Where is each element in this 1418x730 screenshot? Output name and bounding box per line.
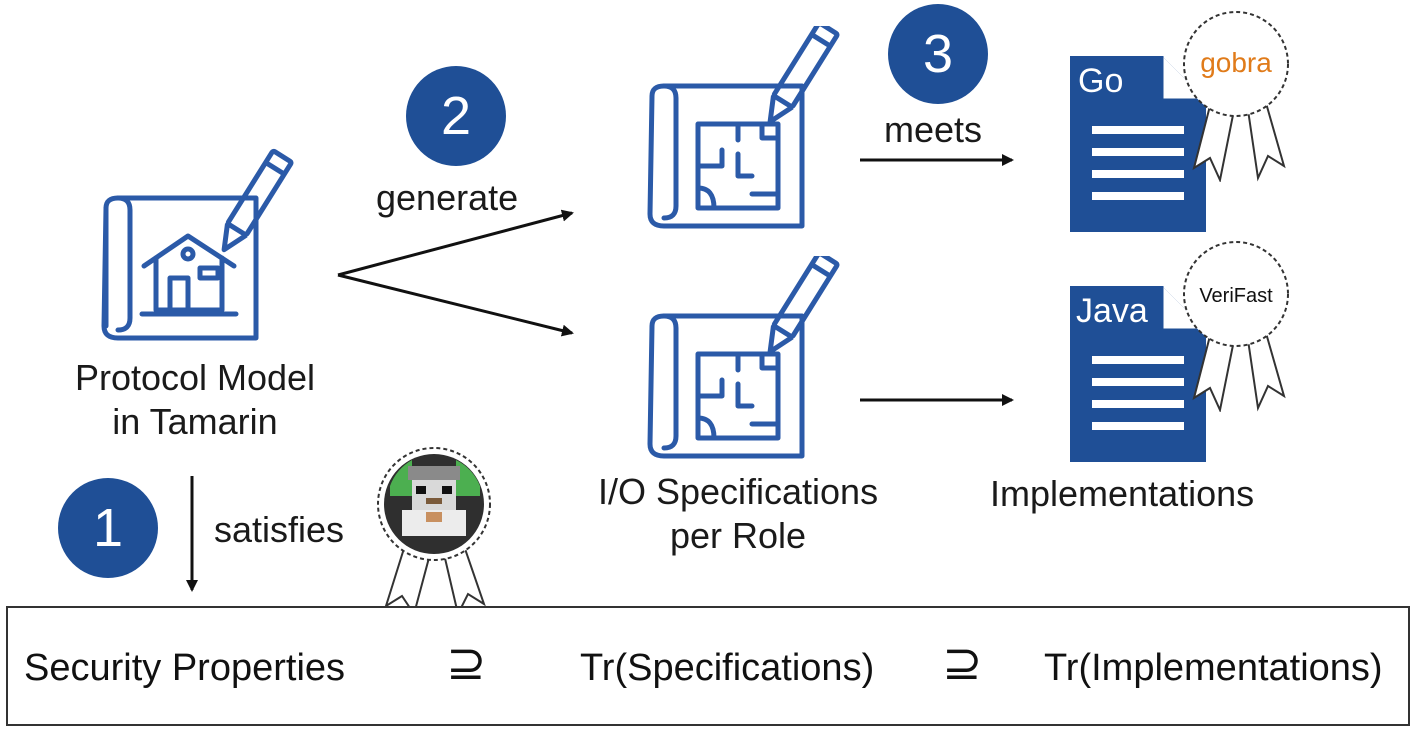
step-1-badge: 1	[58, 478, 158, 578]
step-1-number: 1	[92, 498, 124, 558]
protocol-model-label: Protocol Model in Tamarin	[40, 356, 350, 444]
security-properties-text: Security Properties	[24, 647, 346, 689]
implementations-label: Implementations	[990, 473, 1255, 514]
meets-label: meets	[884, 109, 983, 150]
blueprint-floorplan-icon	[647, 26, 840, 229]
rosette-badge-icon	[377, 447, 491, 614]
step-3-badge: 3	[888, 4, 988, 104]
io-spec-line2: per Role	[669, 515, 807, 556]
step-3-number: 3	[922, 24, 954, 84]
pencil-icon	[767, 26, 840, 125]
badge-gobra-text: gobra	[1200, 47, 1272, 78]
step-2-badge: 2	[406, 66, 506, 166]
trace-specifications-text: Tr(Specifications)	[580, 647, 875, 689]
document-icon: Java	[1070, 286, 1206, 462]
trace-inclusion-box	[6, 606, 1410, 726]
superset-operator-1: ⊇	[446, 637, 487, 690]
doc-lang-go: Go	[1078, 62, 1123, 100]
pencil-icon	[221, 148, 294, 253]
blueprint-floorplan-icon	[647, 256, 840, 459]
io-spec-label: I/O Specifications per Role	[560, 470, 916, 558]
rosette-badge-icon: VeriFast	[1183, 241, 1289, 412]
generate-arrow-top	[337, 209, 574, 277]
io-spec-line1: I/O Specifications	[597, 471, 879, 512]
satisfies-label: satisfies	[214, 509, 345, 550]
step-2-number: 2	[440, 86, 472, 146]
trace-implementations-text: Tr(Implementations)	[1044, 647, 1383, 689]
superset-operator-2: ⊇	[942, 637, 983, 690]
blueprint-house-icon	[101, 148, 294, 341]
pencil-icon	[767, 256, 840, 355]
doc-lang-java: Java	[1076, 292, 1148, 330]
protocol-model-line2: in Tamarin	[112, 401, 278, 442]
rosette-badge-icon: gobra	[1183, 11, 1289, 182]
generate-label: generate	[376, 177, 519, 218]
protocol-model-line1: Protocol Model	[74, 357, 316, 398]
badge-verifast-text: VeriFast	[1199, 285, 1273, 307]
document-icon: Go	[1070, 56, 1206, 232]
generate-arrow-bottom	[337, 273, 574, 337]
